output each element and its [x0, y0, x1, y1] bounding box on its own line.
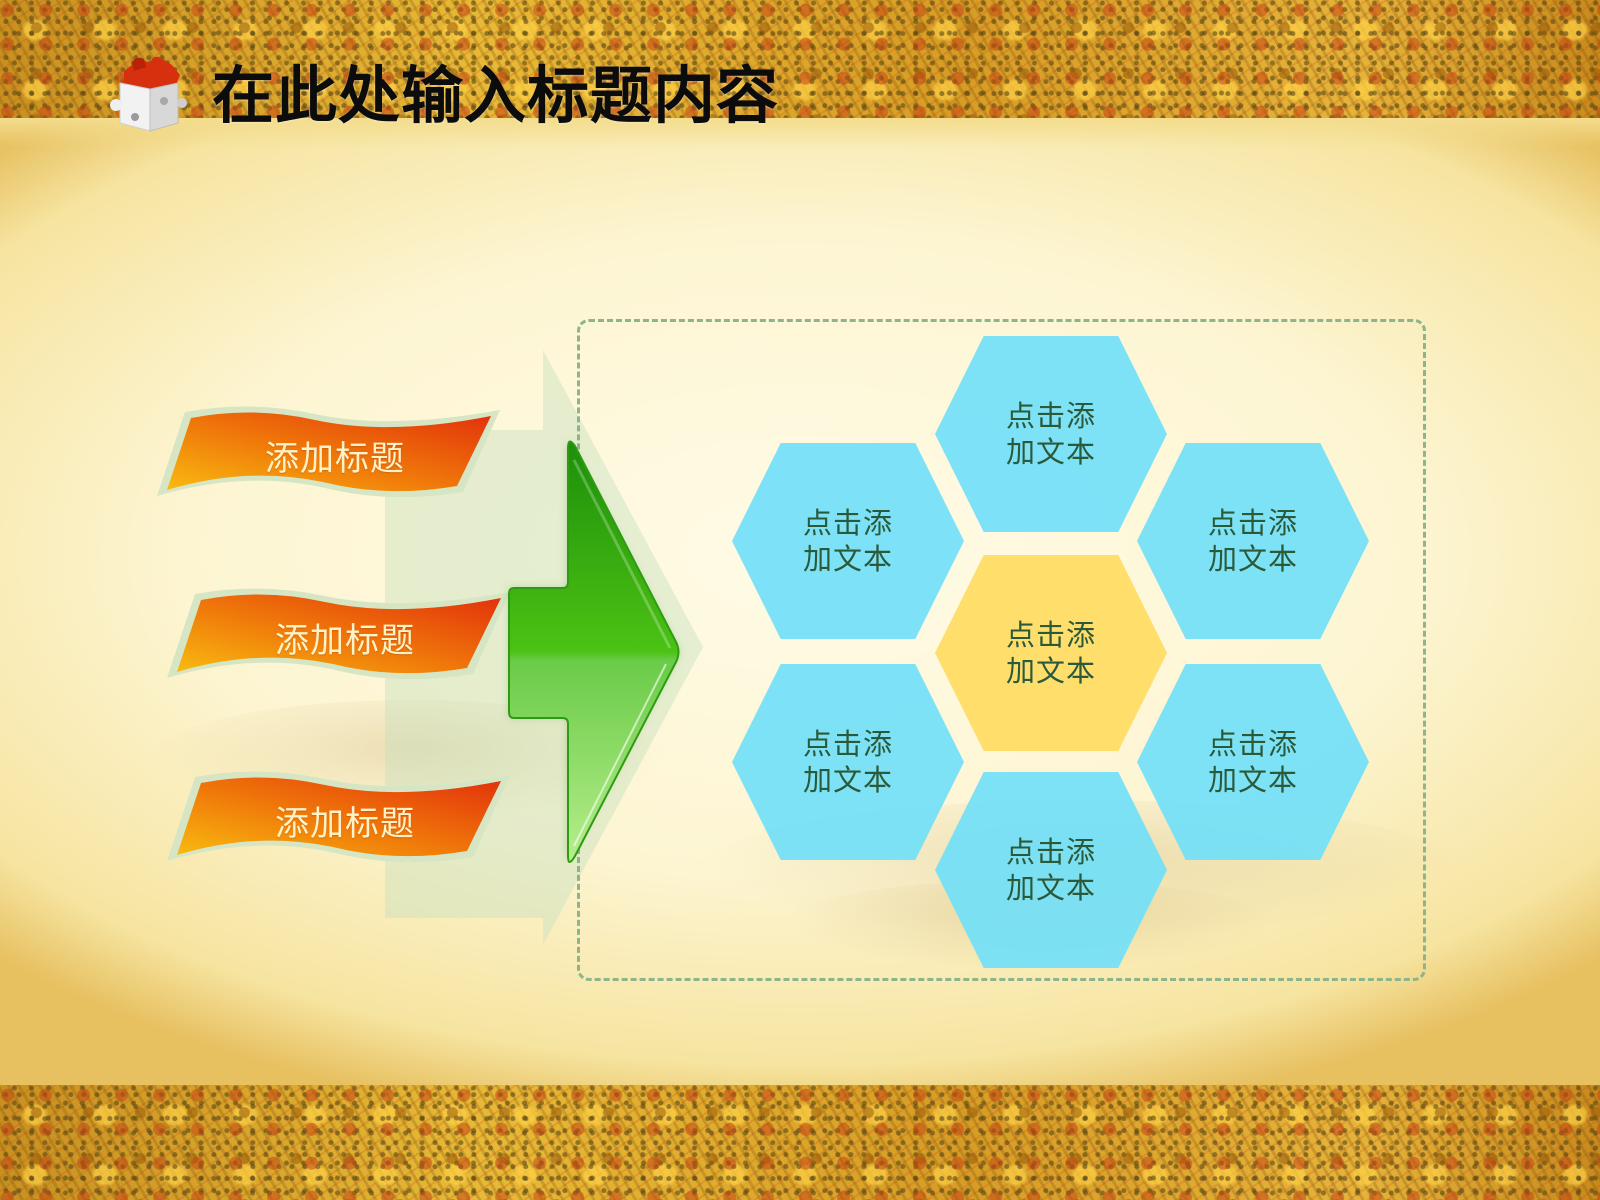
hexagon-lower-right[interactable]: 点击添加文本	[1137, 664, 1369, 860]
puzzle-cube-icon	[110, 45, 190, 135]
hexagon-label: 点击添加文本	[1005, 835, 1096, 905]
slide-title[interactable]: 在此处输入标题内容	[212, 59, 780, 132]
title-area: 在此处输入标题内容	[110, 40, 779, 140]
hexagon-upper-left[interactable]: 点击添加文本	[732, 443, 964, 639]
hexagon-lower-left[interactable]: 点击添加文本	[732, 664, 964, 860]
hexagon-bottom[interactable]: 点击添加文本	[935, 772, 1167, 968]
hexagon-label: 点击添加文本	[1207, 727, 1298, 797]
ornamental-bottom-border	[0, 1085, 1600, 1200]
banner-label: 添加标题	[275, 620, 415, 661]
banner-label: 添加标题	[265, 438, 405, 479]
hexagon-upper-right[interactable]: 点击添加文本	[1137, 443, 1369, 639]
hexagon-top[interactable]: 点击添加文本	[935, 336, 1167, 532]
hexagon-label: 点击添加文本	[1005, 399, 1096, 469]
ribbon-shape	[167, 771, 510, 863]
ribbon-shape	[167, 588, 510, 680]
title-banner-1[interactable]: 添加标题	[155, 400, 515, 510]
title-banner-2[interactable]: 添加标题	[165, 582, 525, 692]
hexagon-center[interactable]: 点击添加文本	[935, 555, 1167, 751]
hexagon-label: 点击添加文本	[1005, 618, 1096, 688]
hexagon-label: 点击添加文本	[802, 506, 893, 576]
ornamental-top-border	[0, 0, 1600, 120]
hexagon-label: 点击添加文本	[802, 727, 893, 797]
title-banner-3[interactable]: 添加标题	[165, 765, 525, 875]
banner-label: 添加标题	[275, 803, 415, 844]
ribbon-shape	[157, 406, 500, 498]
hexagon-label: 点击添加文本	[1207, 506, 1298, 576]
